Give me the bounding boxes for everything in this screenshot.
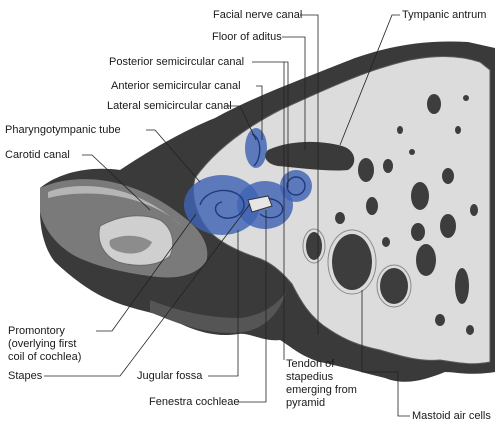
- leader-carotid-canal: [82, 154, 151, 211]
- label-carotid-canal: Carotid canal: [5, 149, 70, 161]
- label-mastoid-air-cells: Mastoid air cells: [412, 410, 491, 422]
- label-tendon-line4: pyramid: [286, 397, 326, 409]
- inner-ear-detail: [199, 133, 306, 219]
- lower-ridge: [150, 292, 286, 333]
- leader-lines: [44, 14, 410, 417]
- label-tendon-line1: Tendon of: [286, 358, 335, 370]
- leader-anterior-canal: [256, 85, 263, 140]
- tube-region-shadow: [109, 235, 152, 254]
- leader-pharyngotympanic-tube: [146, 129, 201, 183]
- label-anterior-semicircular-canal: Anterior semicircular canal: [111, 80, 241, 92]
- leader-promontory: [96, 213, 197, 332]
- leader-jugular-fossa: [208, 230, 239, 377]
- label-tendon-line2: stapedius: [286, 371, 334, 383]
- petrous-apex-highlight: [48, 186, 182, 226]
- label-floor-of-aditus: Floor of aditus: [212, 31, 282, 43]
- label-facial-nerve-canal: Facial nerve canal: [213, 9, 303, 21]
- leader-fenestra-cochleae: [236, 210, 267, 403]
- facial-canal-channel: [265, 141, 355, 171]
- label-fenestra-cochleae: Fenestra cochleae: [149, 396, 240, 408]
- leader-tympanic-antrum: [339, 14, 400, 146]
- leader-posterior-canal: [252, 61, 289, 188]
- label-promontory-line3: coil of cochlea): [8, 351, 82, 363]
- label-pharyngotympanic-tube: Pharyngotympanic tube: [5, 124, 121, 136]
- leader-floor-of-aditus: [282, 36, 306, 150]
- label-tendon-line3: emerging from: [286, 384, 357, 396]
- leader-lateral-canal: [224, 105, 257, 141]
- label-stapes: Stapes: [8, 370, 43, 382]
- leader-mastoid-air-cells: [361, 290, 410, 417]
- label-tympanic-antrum: Tympanic antrum: [402, 9, 487, 21]
- leader-stapes: [44, 203, 251, 377]
- label-promontory-line1: Promontory: [8, 325, 65, 337]
- label-promontory-line2: (overlying first: [8, 338, 77, 350]
- mastoid-cell-rims: [302, 228, 412, 308]
- stapes-shape: [247, 195, 273, 213]
- bone-cut-surface: [193, 55, 491, 365]
- mastoid-air-cells: [306, 94, 478, 335]
- label-posterior-semicircular-canal: Posterior semicircular canal: [109, 56, 245, 68]
- leader-facial-nerve-canal: [300, 14, 319, 335]
- label-jugular-fossa: Jugular fossa: [137, 370, 203, 382]
- label-lateral-semicircular-canal: Lateral semicircular canal: [107, 100, 232, 112]
